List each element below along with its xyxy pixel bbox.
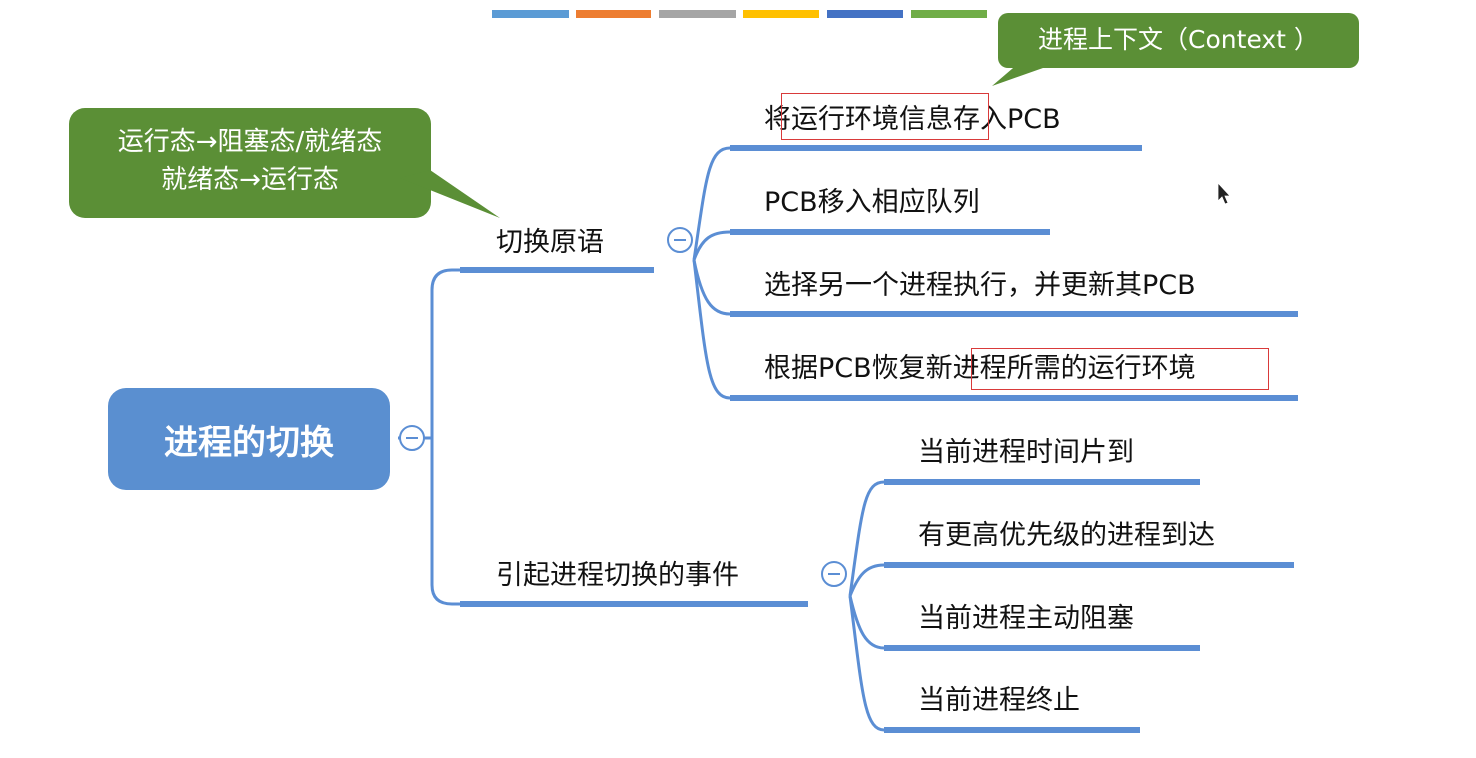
palette-swatch-2 — [576, 10, 651, 18]
connector-b2-c2 — [848, 563, 885, 597]
connector-b2-c4 — [848, 595, 885, 732]
connector-b1-c4 — [692, 259, 731, 400]
palette-swatch-3 — [659, 10, 736, 18]
palette-bar — [492, 10, 987, 18]
root-node[interactable]: 进程的切换 — [108, 388, 390, 490]
collapse-button-branch-2[interactable] — [821, 561, 847, 587]
callout-context — [992, 13, 1359, 86]
branch-label-switch-events[interactable]: 引起进程切换的事件 — [496, 560, 739, 591]
palette-swatch-5 — [827, 10, 903, 18]
callout-states-line-2: 就绪态→运行态 — [161, 164, 339, 195]
connector-b1-c1 — [692, 146, 731, 261]
collapse-button-branch-1[interactable] — [667, 227, 693, 253]
palette-swatch-1 — [492, 10, 569, 18]
callout-context-text: 进程上下文（Context ） — [1038, 25, 1319, 54]
node-time-slice-expired[interactable]: 当前进程时间片到 — [918, 437, 1134, 468]
mouse-cursor-icon — [1217, 181, 1231, 205]
node-higher-priority-arrives[interactable]: 有更高优先级的进程到达 — [918, 520, 1215, 551]
connector-root-branch-1 — [398, 268, 460, 440]
node-restore-env[interactable]: 根据PCB恢复新进程所需的运行环境 — [764, 353, 1196, 384]
callout-states-text: 运行态→阻塞态/就绪态 就绪态→运行态 — [69, 124, 431, 199]
node-select-next-process[interactable]: 选择另一个进程执行，并更新其PCB — [764, 270, 1196, 301]
connector-b1-c2 — [692, 230, 731, 261]
node-active-block[interactable]: 当前进程主动阻塞 — [918, 603, 1134, 634]
connector-b2-c1 — [848, 480, 885, 597]
branch-label-switch-primitive[interactable]: 切换原语 — [496, 227, 604, 258]
root-label: 进程的切换 — [164, 422, 334, 463]
connector-root-branch-2 — [430, 438, 460, 606]
palette-swatch-4 — [743, 10, 819, 18]
callout-states-line-1: 运行态→阻塞态/就绪态 — [117, 127, 383, 157]
collapse-button-root[interactable] — [399, 425, 425, 451]
palette-swatch-6 — [911, 10, 987, 18]
highlight-box-env-info — [781, 93, 989, 140]
callout-states — [69, 108, 500, 218]
node-process-terminates[interactable]: 当前进程终止 — [918, 685, 1080, 716]
highlight-box-new-env — [971, 348, 1269, 390]
node-save-env-to-pcb[interactable]: 将运行环境信息存入PCB — [764, 104, 1061, 135]
node-pcb-move-queue[interactable]: PCB移入相应队列 — [764, 187, 980, 218]
